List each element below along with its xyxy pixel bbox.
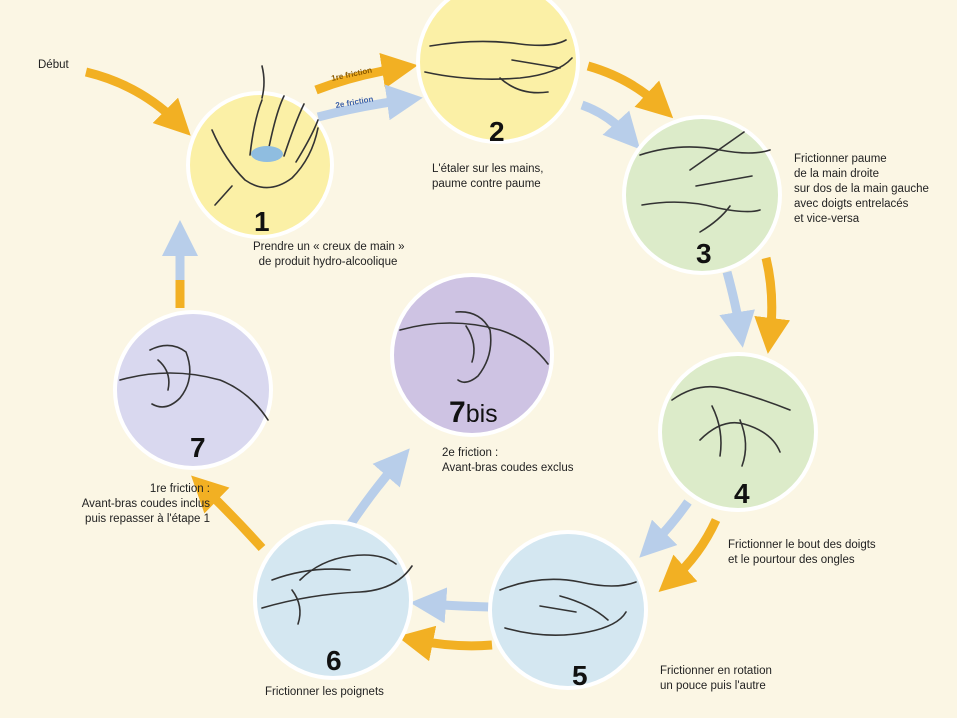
step-4-number: 4 bbox=[734, 478, 750, 509]
step-2-caption: L'étaler sur les mains, paume contre pau… bbox=[432, 162, 544, 192]
step-2-number: 2 bbox=[489, 116, 505, 147]
step-5-caption: Frictionner en rotation un pouce puis l'… bbox=[660, 664, 772, 694]
step-7-caption: 1re friction : Avant-bras coudes inclus … bbox=[50, 482, 210, 527]
step-7bis-number: 7bis bbox=[449, 396, 498, 429]
caption-line: Avant-bras coudes exclus bbox=[442, 462, 574, 474]
start-label: Début bbox=[38, 59, 69, 71]
caption-line: puis repasser à l'étape 1 bbox=[85, 513, 210, 525]
step-7-number: 7 bbox=[190, 432, 206, 463]
step-1-number: 1 bbox=[254, 206, 270, 237]
step-1-caption: Prendre un « creux de main » de produit … bbox=[253, 240, 405, 270]
caption-line: Prendre un « creux de main » bbox=[253, 241, 405, 253]
caption-line: sur dos de la main gauche bbox=[794, 183, 929, 195]
caption-line: Avant-bras coudes inclus bbox=[81, 498, 210, 510]
step-1-circle bbox=[186, 65, 334, 239]
caption-line: Frictionner paume bbox=[794, 153, 887, 165]
fingertips-illustration bbox=[671, 385, 791, 467]
caption-line: 1re friction : bbox=[149, 483, 210, 495]
step-7-circle bbox=[113, 310, 273, 470]
arrow-4-to-5-first-friction bbox=[658, 518, 721, 592]
wrist-illustration bbox=[261, 554, 413, 625]
caption-line: de produit hydro-alcoolique bbox=[258, 256, 398, 268]
start-arrow bbox=[84, 67, 191, 136]
step-3-number: 3 bbox=[696, 238, 712, 269]
caption-line: et vice-versa bbox=[794, 213, 860, 225]
caption-line: et le pourtour des ongles bbox=[728, 554, 855, 566]
arrow-6-to-7-first-friction bbox=[191, 475, 266, 552]
step-4-circle bbox=[658, 352, 818, 512]
caption-line: de la main droite bbox=[794, 168, 880, 180]
arrow-2-to-3-first-friction bbox=[586, 61, 674, 119]
caption-line: avec doigts entrelacés bbox=[794, 198, 909, 210]
step-4-caption: Frictionner le bout des doigts et le pou… bbox=[728, 538, 876, 568]
caption-line: L'étaler sur les mains, bbox=[432, 163, 544, 175]
caption-line: Frictionner les poignets bbox=[265, 686, 384, 698]
caption-line: Frictionner en rotation bbox=[660, 665, 772, 677]
cupped-hand-illustration bbox=[211, 65, 319, 206]
arrow-6-to-7bis-second-friction bbox=[344, 448, 410, 531]
arrow-5-to-6-second-friction bbox=[410, 587, 491, 624]
arrow-2-to-3-second-friction bbox=[580, 100, 641, 150]
step-7bis-caption: 2e friction : Avant-bras coudes exclus bbox=[442, 446, 573, 476]
step-5-number: 5 bbox=[572, 660, 588, 691]
step-6-number: 6 bbox=[326, 645, 342, 676]
gel-drop-icon bbox=[251, 146, 283, 162]
palms-together-illustration bbox=[424, 39, 573, 94]
thumb-rotation-illustration bbox=[499, 578, 637, 636]
arrow-4-to-5-second-friction bbox=[639, 499, 692, 558]
arrow-3-to-4-second-friction bbox=[719, 270, 755, 348]
caption-line: Frictionner le bout des doigts bbox=[728, 539, 876, 551]
step-7bis-circle bbox=[390, 273, 554, 437]
arrow-1-to-2-second-friction bbox=[316, 84, 423, 122]
arrow-5-to-6-first-friction bbox=[397, 625, 493, 662]
forearm-illustration bbox=[119, 344, 269, 421]
interlaced-fingers-illustration bbox=[639, 131, 771, 233]
step-2-circle bbox=[416, 0, 580, 144]
step-5-circle bbox=[488, 530, 648, 690]
arrow-1-to-2-first-friction bbox=[314, 52, 418, 95]
caption-line: 2e friction : bbox=[442, 447, 499, 459]
arrow-3-to-4-first-friction bbox=[754, 256, 791, 354]
caption-line: un pouce puis l'autre bbox=[660, 680, 766, 692]
step-3-circle bbox=[622, 115, 782, 275]
step-6-caption: Frictionner les poignets bbox=[265, 685, 384, 700]
step-3-caption: Frictionner paume de la main droite sur … bbox=[794, 152, 929, 227]
step-6-circle bbox=[253, 520, 413, 680]
caption-line: paume contre paume bbox=[432, 178, 541, 190]
forearm-excluding-elbow-illustration bbox=[399, 311, 549, 384]
step-7bis-suffix: bis bbox=[465, 400, 498, 428]
